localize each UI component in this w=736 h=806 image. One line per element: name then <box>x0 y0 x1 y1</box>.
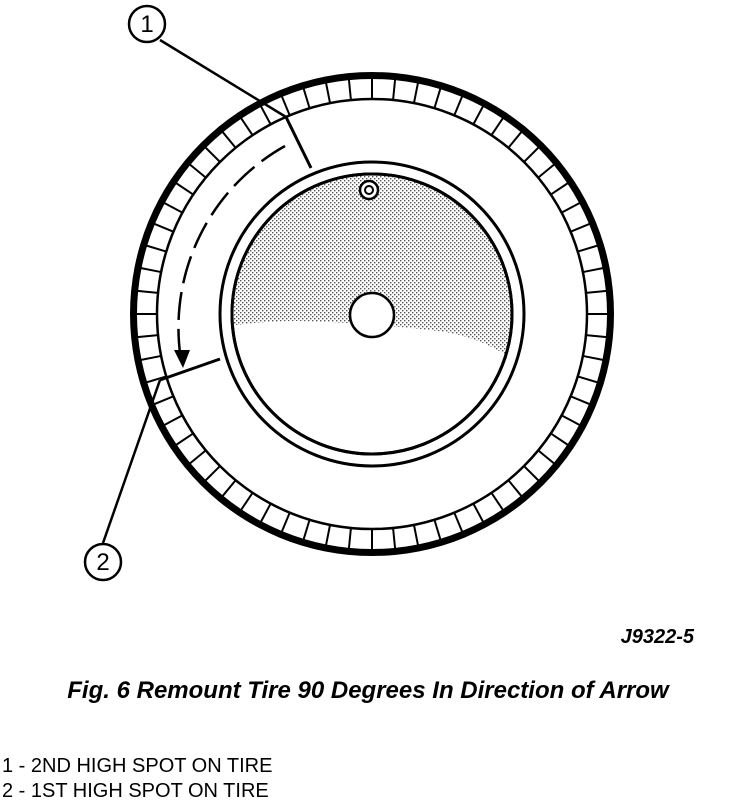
valve-stem <box>358 179 380 201</box>
leader-line-2 <box>101 379 162 544</box>
tread-block-separator <box>204 146 221 163</box>
tread-block-separator <box>175 432 194 446</box>
tread-block-separator <box>582 266 604 274</box>
tread-block-separator <box>302 87 311 109</box>
wheel-disc-shading <box>232 174 512 372</box>
callout-1: 1 <box>127 4 167 44</box>
legend-item-1: 1 - 2ND HIGH SPOT ON TIRE <box>2 755 273 777</box>
tread-block-separator <box>550 432 569 446</box>
tread-block-separator <box>140 266 162 274</box>
wheel <box>218 160 526 468</box>
tread-block-separator <box>412 82 420 104</box>
tread-block-separator <box>507 130 523 149</box>
tread-block-separator <box>507 479 523 498</box>
tread-block-separator <box>577 244 599 253</box>
tread-block-separator <box>163 201 183 214</box>
tread-block-separator <box>204 465 221 482</box>
tread-block-separator <box>302 519 311 541</box>
tread-block-separator <box>392 527 397 549</box>
tread-block-separator <box>140 354 162 362</box>
tread-block-separator <box>188 449 207 465</box>
tread-block-separator <box>221 130 237 149</box>
tread-block-separator <box>585 289 607 294</box>
tread-block-separator <box>280 512 291 533</box>
legend-item-2: 2 - 1ST HIGH SPOT ON TIRE <box>2 780 269 802</box>
tread-block-separator <box>175 182 194 196</box>
tread-block-separator <box>412 524 420 546</box>
tread-block-separator <box>550 182 569 196</box>
tread-block-separator <box>561 414 581 427</box>
hub-hole <box>348 291 396 339</box>
tread-block-separator <box>137 334 159 339</box>
tread-block-separator <box>153 395 174 406</box>
tread-block-separator <box>324 524 332 546</box>
tread-block-separator <box>188 163 207 179</box>
tire-tread <box>136 78 608 550</box>
tread-block-separator <box>490 117 504 136</box>
tread-block-separator <box>240 492 254 511</box>
tread-block-separator <box>221 479 237 498</box>
tread-block-separator <box>347 79 352 101</box>
tread-block-separator <box>324 82 332 104</box>
tire-diagram: 1 2 <box>83 4 614 582</box>
callout-1-number: 1 <box>140 11 153 38</box>
tread-block-separator <box>537 163 556 179</box>
tread-block-separator <box>259 503 272 523</box>
tread-block-separator <box>145 244 167 253</box>
tread-block-separator <box>585 334 607 339</box>
leader-line-1 <box>159 38 287 119</box>
tread-block-separator <box>240 117 254 136</box>
tread-block-separator <box>392 79 397 101</box>
tread-block-separator <box>347 527 352 549</box>
tread-block-separator <box>163 414 183 427</box>
callout-2: 2 <box>83 542 123 582</box>
tread-block-separator <box>259 105 272 125</box>
tread-block-separator <box>280 95 291 116</box>
tread-block-separator <box>433 87 442 109</box>
rotation-arrow <box>174 144 286 368</box>
tread-block-separator <box>472 503 485 523</box>
tread-block-separator <box>577 375 599 384</box>
high-spot-mark-2nd <box>284 116 313 169</box>
tread-block-separator <box>570 395 591 406</box>
tread-block-separator <box>523 465 540 482</box>
tread-block-separator <box>453 95 464 116</box>
drawing-id: J9322-5 <box>620 626 694 648</box>
tread-block-separator <box>523 146 540 163</box>
high-spot-mark-1st <box>159 357 221 382</box>
tread-block-separator <box>472 105 485 125</box>
callout-2-number: 2 <box>96 549 109 576</box>
tread-block-separator <box>490 492 504 511</box>
figure-caption: Fig. 6 Remount Tire 90 Degrees In Direct… <box>67 677 669 704</box>
tread-block-separator <box>537 449 556 465</box>
tread-block-separator <box>570 222 591 233</box>
legend: 1 - 2ND HIGH SPOT ON TIRE 2 - 1ST HIGH S… <box>2 754 602 804</box>
tread-block-separator <box>582 354 604 362</box>
tread-block-separator <box>153 222 174 233</box>
tread-block-separator <box>561 201 581 214</box>
tread-block-separator <box>433 519 442 541</box>
tread-block-separator <box>137 289 159 294</box>
tread-block-separator <box>453 512 464 533</box>
